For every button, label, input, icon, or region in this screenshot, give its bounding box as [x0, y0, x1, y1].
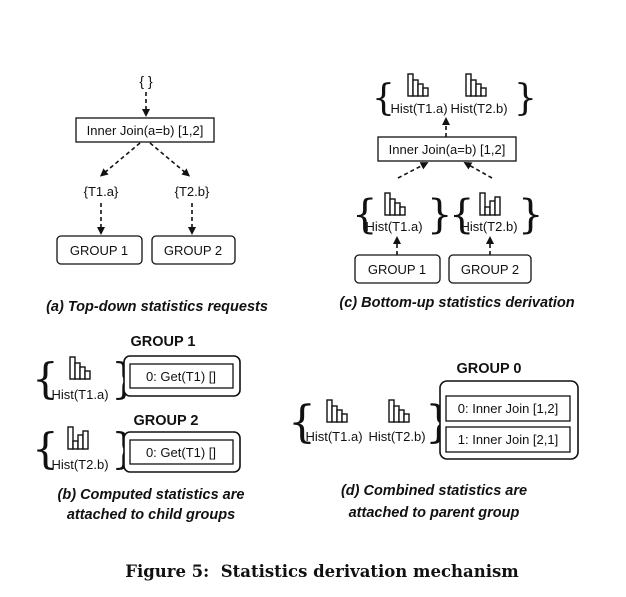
- join-label-c: Inner Join(a=b) [1,2]: [389, 142, 506, 157]
- histogram-icon: [384, 192, 406, 216]
- empty-stats-request: { }: [139, 73, 153, 89]
- derive-arrow-left: [397, 162, 429, 179]
- group1-node-c: [354, 254, 441, 284]
- join-label-a: Inner Join(a=b) [1,2]: [87, 123, 204, 138]
- request-right: {T2.b}: [175, 184, 210, 199]
- panel-b: GROUP 1 { Hist(T1.a) } 0: Get(T1) [] GRO…: [32, 334, 244, 523]
- hist-right-d: Hist(T2.b): [368, 429, 425, 444]
- group0-expr1: 1: Inner Join [2,1]: [458, 432, 558, 447]
- panel-a: { } Inner Join(a=b) [1,2] {T1.a} {T2.b} …: [46, 73, 268, 315]
- brace-open-g1: {: [32, 354, 59, 403]
- group1-label-a: GROUP 1: [70, 243, 128, 258]
- histogram-icon: [67, 426, 89, 450]
- histogram-icon: [388, 399, 410, 423]
- histogram-icon: [407, 73, 429, 97]
- group1-label-c: GROUP 1: [368, 262, 426, 277]
- group2-title-b: GROUP 2: [133, 413, 198, 429]
- brace-close-left: }: [427, 192, 452, 238]
- top-hist-right: Hist(T2.b): [450, 101, 507, 116]
- histogram-icon: [326, 399, 348, 423]
- group2-expr-b: 0: Get(T1) []: [146, 445, 216, 460]
- caption-a: (a) Top-down statistics requests: [46, 299, 268, 315]
- group1-expr-b: 0: Get(T1) []: [146, 369, 216, 384]
- histogram-icon: [69, 356, 91, 380]
- top-hist-left: Hist(T1.a): [390, 101, 447, 116]
- brace-open-g2: {: [32, 424, 59, 473]
- group2-label-a: GROUP 2: [164, 243, 222, 258]
- request-arrow-right: [149, 142, 191, 177]
- hist-left-d: Hist(T1.a): [305, 429, 362, 444]
- group2-hist-b: Hist(T2.b): [51, 457, 108, 472]
- group0-title-d: GROUP 0: [456, 361, 521, 377]
- brace-open-right: {: [449, 192, 474, 238]
- caption-d-line1: (d) Combined statistics are: [341, 483, 527, 499]
- hist-left-c: Hist(T1.a): [365, 219, 422, 234]
- brace-close-top: }: [514, 78, 537, 119]
- join-node-c: [377, 136, 517, 162]
- group0-expr0-box: [445, 395, 571, 422]
- brace-open-d: {: [288, 397, 316, 448]
- derive-arrow-right: [463, 162, 493, 179]
- hist-right-c: Hist(T2.b): [460, 219, 517, 234]
- brace-close-right: }: [518, 192, 543, 238]
- caption-b-line2: attached to child groups: [67, 507, 235, 523]
- group0-expr0: 0: Inner Join [1,2]: [458, 401, 558, 416]
- join-node-a: [75, 117, 215, 143]
- request-left: {T1.a}: [84, 184, 119, 199]
- brace-open-top: {: [372, 78, 395, 119]
- caption-b-line1: (b) Computed statistics are: [58, 487, 245, 503]
- figure-caption: Figure 5: Statistics derivation mechanis…: [125, 562, 519, 581]
- histogram-icon: [479, 192, 501, 216]
- brace-open-left: {: [352, 192, 377, 238]
- group2-node-c: [448, 254, 532, 284]
- caption-d-line2: attached to parent group: [349, 505, 520, 521]
- group1-node-a: [56, 235, 143, 265]
- group1-expr-box: [129, 363, 234, 389]
- group2-label-c: GROUP 2: [461, 262, 519, 277]
- group1-title-b: GROUP 1: [130, 334, 195, 350]
- group0-expr1-box: [445, 426, 571, 453]
- histogram-icon: [465, 73, 487, 97]
- caption-c: (c) Bottom-up statistics derivation: [339, 295, 574, 311]
- request-arrow-left: [99, 142, 141, 177]
- group2-node-a: [151, 235, 236, 265]
- group1-hist-b: Hist(T1.a): [51, 387, 108, 402]
- panel-d: GROUP 0 { Hist(T1.a) Hist(T2.b) } 0: Inn…: [288, 361, 579, 521]
- group2-expr-box: [129, 439, 234, 465]
- panel-c: { Hist(T1.a) Hist(T2.b) } Inner Join(a=b…: [339, 73, 575, 311]
